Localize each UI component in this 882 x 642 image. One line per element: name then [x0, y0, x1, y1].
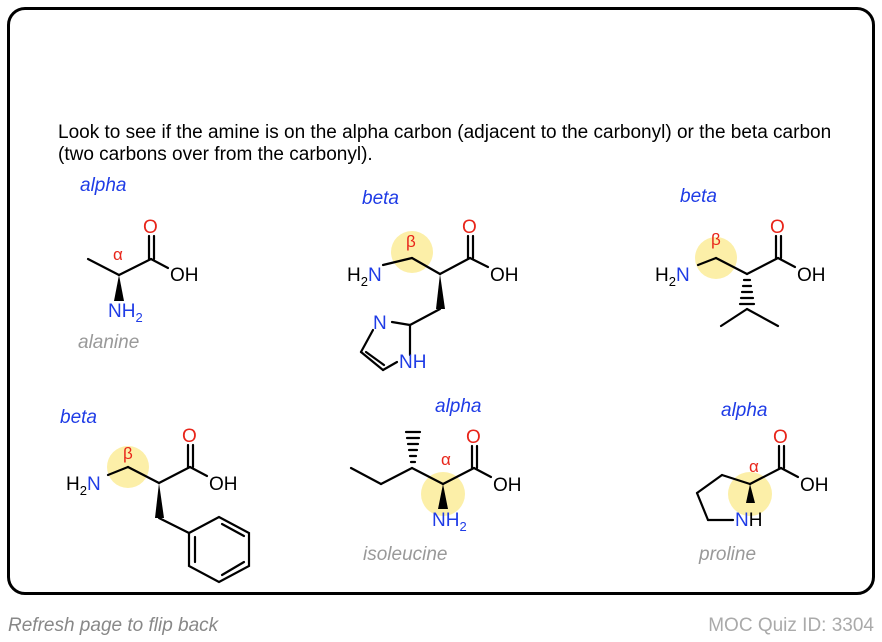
imidazole-nh: NH [399, 352, 426, 373]
molecule-proline: α O OH NH [695, 427, 829, 531]
svg-text:O: O [773, 427, 788, 448]
tag-isoleucine: alpha [435, 396, 482, 417]
name-alanine: alanine [78, 332, 140, 353]
hydroxyl-text: OH [170, 265, 199, 286]
molecule-phenylalanine-beta: β O OH H2N [66, 426, 251, 584]
svg-text:OH: OH [490, 265, 519, 286]
svg-text:O: O [462, 217, 477, 238]
tag-histidine-beta: beta [362, 188, 399, 209]
svg-text:NH: NH [735, 510, 762, 531]
tag-valine-beta: beta [680, 186, 717, 207]
svg-text:β: β [711, 230, 721, 249]
molecule-histidine-beta: β O OH H2N N NH [347, 217, 519, 373]
molecule-alanine: α O OH NH2 [86, 217, 199, 325]
amine-text: NH2 [108, 301, 143, 325]
imidazole-n: N [373, 313, 387, 334]
oxygen-atom: O [143, 217, 158, 238]
svg-text:OH: OH [800, 475, 829, 496]
tag-proline: alpha [721, 400, 768, 421]
svg-text:β: β [123, 444, 133, 463]
svg-text:OH: OH [797, 265, 826, 286]
svg-text:α: α [441, 450, 451, 469]
tag-alanine: alpha [80, 175, 127, 196]
refresh-hint: Refresh page to flip back [8, 615, 219, 636]
svg-text:O: O [770, 217, 785, 238]
quiz-id: MOC Quiz ID: 3304 [708, 615, 874, 636]
svg-text:OH: OH [209, 474, 238, 495]
svg-text:NH2: NH2 [432, 510, 467, 534]
tag-phenylalanine-beta: beta [60, 407, 97, 428]
svg-text:O: O [466, 427, 481, 448]
alpha-symbol: α [113, 245, 123, 264]
name-proline: proline [699, 544, 757, 565]
hashed-bond [404, 430, 422, 464]
wedge-bond [114, 275, 124, 301]
svg-text:O: O [182, 426, 197, 447]
beta-symbol: β [406, 232, 416, 251]
svg-text:H2N: H2N [655, 265, 690, 289]
hashed-bond [738, 278, 756, 306]
svg-text:H2N: H2N [66, 474, 101, 498]
amine-text: H2N [347, 265, 382, 289]
svg-text:α: α [749, 457, 759, 476]
intro-text: Look to see if the amine is on the alpha… [58, 122, 832, 165]
svg-text:OH: OH [493, 475, 522, 496]
molecule-isoleucine: α O OH NH2 [349, 427, 522, 534]
molecule-valine-beta: β O OH H2N [655, 217, 826, 328]
name-isoleucine: isoleucine [363, 544, 448, 565]
